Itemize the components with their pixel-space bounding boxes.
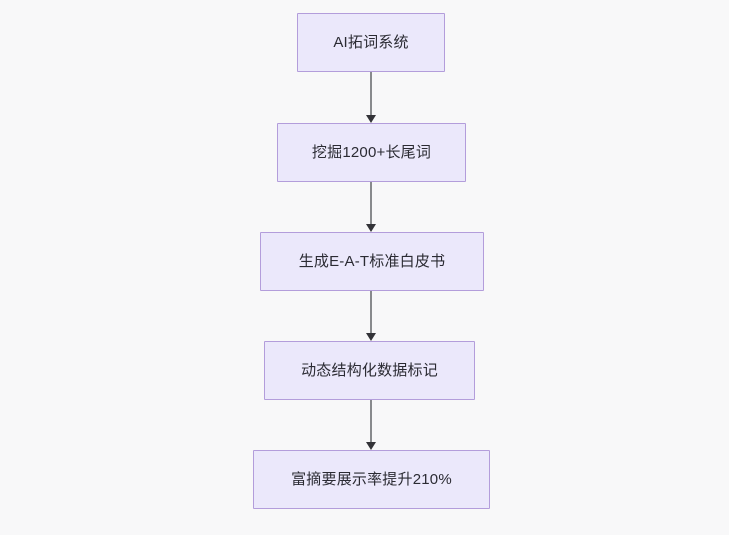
edge-line (370, 400, 372, 442)
arrowhead-icon (366, 224, 376, 232)
flow-node-label: 生成E-A-T标准白皮书 (298, 253, 446, 270)
arrowhead-icon (366, 333, 376, 341)
edge-line (370, 182, 372, 224)
flow-node-label: AI拓词系统 (333, 34, 409, 51)
flow-node-eat-whitepaper[interactable]: 生成E-A-T标准白皮书 (260, 232, 484, 291)
flow-node-label: 挖掘1200+长尾词 (311, 144, 432, 161)
flow-node-ai-keyword-system[interactable]: AI拓词系统 (297, 13, 445, 72)
edge-line (370, 72, 372, 115)
flow-node-label: 富摘要展示率提升210% (291, 471, 452, 488)
flow-node-label: 动态结构化数据标记 (301, 362, 438, 379)
flow-node-rich-snippet-result[interactable]: 富摘要展示率提升210% (253, 450, 490, 509)
edge-line (370, 291, 372, 333)
arrowhead-icon (366, 442, 376, 450)
flow-node-structured-data-markup[interactable]: 动态结构化数据标记 (264, 341, 475, 400)
arrowhead-icon (366, 115, 376, 123)
flow-node-longtail-keywords[interactable]: 挖掘1200+长尾词 (277, 123, 466, 182)
